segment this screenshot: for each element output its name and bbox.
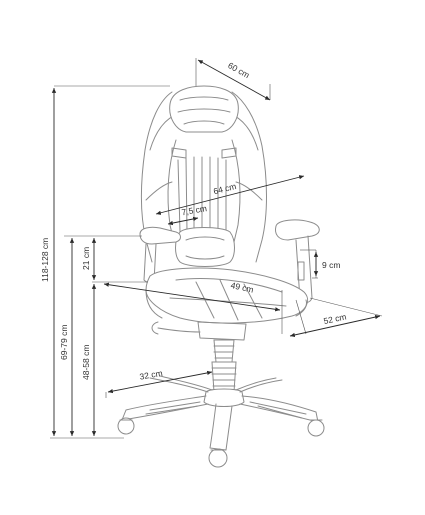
chair-drawing — [117, 85, 325, 468]
label-headrest: 7,5 cm — [181, 203, 208, 217]
base-leg-left — [121, 395, 209, 421]
lumbar-pillow — [175, 227, 235, 267]
dim-line-headrest — [167, 216, 199, 226]
label-armrest-pad: 9 cm — [322, 260, 340, 270]
base-leg-right — [239, 395, 319, 423]
base-hub — [203, 388, 245, 407]
armrest-right-pad — [275, 219, 320, 241]
label-armrest-to-seat: 21 cm — [81, 247, 91, 270]
label-base-radius: 32 cm — [139, 368, 164, 382]
label-armrest-height: 69-79 cm — [59, 325, 69, 360]
base-leg-back-right — [235, 377, 283, 393]
base-leg-shading — [145, 401, 307, 419]
caster-left — [117, 417, 135, 435]
dim-line-top-depth — [197, 59, 271, 101]
dim-line-base-radius — [107, 370, 213, 394]
armrest-right-adjuster — [297, 261, 305, 281]
tilt-mechanism — [197, 321, 247, 341]
dimension-lines — [51, 59, 381, 436]
dim-line-seat-depth — [289, 314, 381, 338]
dim-line-back-width — [155, 175, 305, 215]
base-leg-front — [209, 403, 233, 451]
dimension-labels: 60 cm 64 cm 7,5 cm 118-128 cm 69-79 cm 2… — [40, 60, 347, 382]
gas-lift-lower — [211, 361, 237, 393]
caster-right — [307, 419, 325, 437]
lumbar-stitching — [185, 236, 225, 260]
harness-slots — [171, 147, 237, 159]
label-seat-width: 49 cm — [230, 280, 255, 295]
dim-line-seat-width — [103, 282, 281, 312]
label-seat-depth: 52 cm — [323, 311, 348, 326]
caster-front — [208, 448, 228, 468]
label-total-height: 118-128 cm — [40, 238, 50, 282]
armrest-left-pad — [139, 226, 181, 245]
label-seat-height: 48-58 cm — [81, 345, 91, 380]
backrest-outline — [140, 91, 267, 263]
gas-lift-ribs — [211, 367, 237, 387]
gas-lift-cover — [213, 345, 235, 359]
height-lever — [151, 321, 201, 335]
gas-lift-upper — [213, 339, 235, 363]
label-seat-depth-top: 60 cm — [226, 60, 251, 80]
backrest-side-wings — [145, 113, 263, 201]
